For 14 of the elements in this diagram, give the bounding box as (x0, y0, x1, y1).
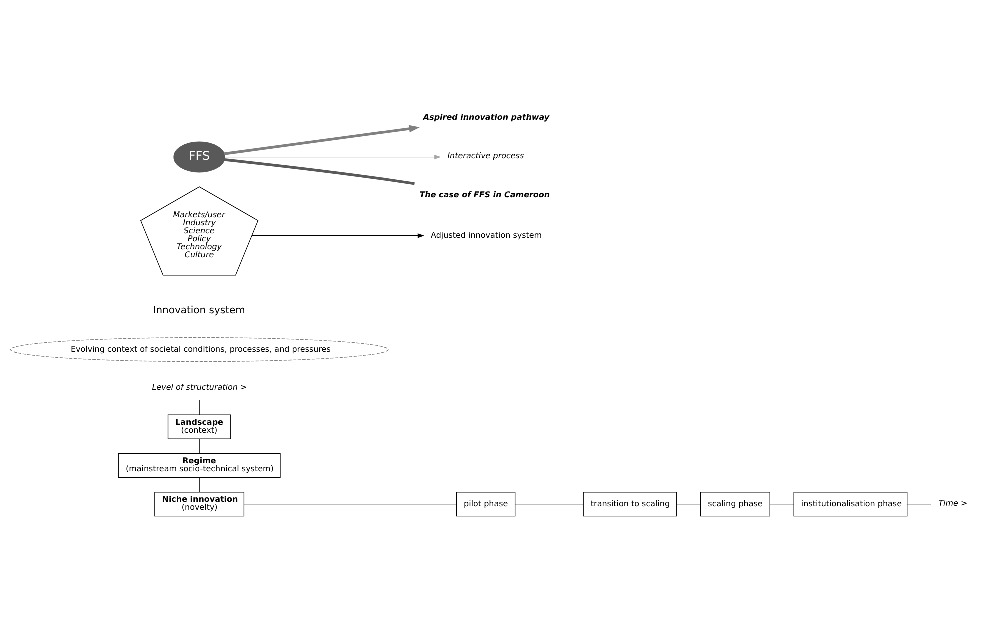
connector (199, 477, 200, 493)
connector (907, 504, 932, 505)
connector (199, 400, 200, 416)
connector (224, 158, 415, 186)
connector (515, 504, 584, 505)
node-ellipse: FFS (174, 142, 226, 173)
arrow (224, 154, 442, 160)
connector (770, 504, 794, 505)
label: Innovation system (153, 306, 246, 316)
connector (199, 438, 200, 454)
arrow (252, 234, 425, 238)
connector (244, 504, 457, 505)
arrow (224, 125, 420, 156)
connector (676, 504, 701, 505)
